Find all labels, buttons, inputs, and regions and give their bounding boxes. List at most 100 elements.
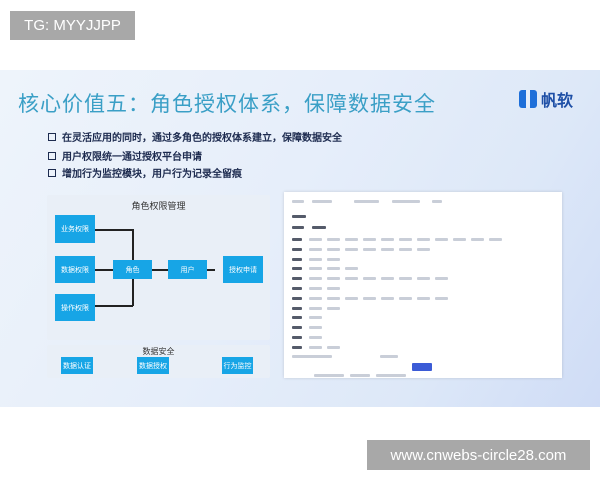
blurred-text	[327, 345, 340, 349]
logo-icon	[519, 90, 537, 108]
watermark-top: TG: MYYJJPP	[10, 11, 135, 40]
blurred-text	[363, 277, 376, 281]
blurred-text	[327, 238, 340, 241]
watermark-bottom: www.cnwebs-circle28.com	[367, 440, 590, 470]
blurred-text	[309, 257, 322, 261]
blurred-text	[292, 226, 304, 229]
blurred-text	[292, 200, 304, 203]
blurred-text	[489, 238, 502, 241]
connector-line	[95, 269, 215, 271]
role-permission-panel: 角色权限管理 业务权限 数据权限 操作权限 角色 用户 授权申请	[47, 195, 270, 340]
blurred-text	[392, 200, 420, 203]
blurred-text	[309, 326, 322, 330]
panel-title: 角色权限管理	[131, 202, 186, 212]
blurred-text	[435, 296, 448, 300]
blurred-text	[327, 247, 340, 251]
connector-line	[95, 305, 133, 307]
blurred-text	[309, 247, 322, 251]
blurred-text	[399, 296, 412, 300]
blurred-text	[471, 238, 484, 241]
brand-logo: 帆软	[519, 87, 573, 111]
blurred-text	[381, 296, 394, 300]
blurred-text	[399, 277, 412, 281]
blurred-text	[376, 374, 406, 377]
blurred-text	[292, 287, 302, 290]
blurred-text	[327, 306, 340, 310]
blurred-text	[345, 296, 358, 300]
blurred-text	[309, 296, 322, 300]
blurred-text	[292, 277, 302, 281]
blurred-text	[309, 306, 322, 310]
bullet-text: 在灵活应用的同时，通过多角色的授权体系建立，保障数据安全	[62, 133, 342, 144]
blurred-text	[309, 336, 322, 339]
user-box: 用户	[168, 260, 207, 279]
blurred-text	[363, 247, 376, 251]
data-auth-box: 数据认证	[61, 357, 93, 374]
blurred-text	[417, 277, 430, 281]
slide: 核心价值五：角色授权体系，保障数据安全 帆软 在灵活应用的同时，通过多角色的授权…	[0, 70, 600, 407]
blurred-text	[327, 296, 340, 300]
blurred-text	[312, 200, 332, 203]
checkbox-icon	[48, 168, 56, 177]
blurred-text	[327, 287, 340, 290]
blurred-text	[292, 326, 302, 330]
blurred-text	[292, 215, 306, 218]
blurred-text	[417, 296, 430, 300]
bullet-item: 用户权限统一通过授权平台申请	[48, 148, 202, 163]
blurred-text	[380, 355, 398, 358]
blurred-text	[327, 277, 340, 281]
blurred-text	[381, 247, 394, 251]
behavior-monitor-box: 行为监控	[222, 357, 253, 374]
blurred-text	[309, 277, 322, 281]
blurred-text	[363, 296, 376, 300]
blurred-text	[350, 374, 370, 377]
blurred-text	[435, 277, 448, 281]
blurred-text	[417, 238, 430, 241]
checkbox-icon	[48, 132, 56, 141]
blurred-text	[363, 238, 376, 241]
blurred-text	[309, 238, 322, 241]
checkbox-icon	[48, 151, 56, 160]
blurred-text	[292, 316, 302, 320]
blurred-text	[417, 247, 430, 251]
slide-title: 核心价值五：角色授权体系，保障数据安全	[18, 92, 436, 116]
blurred-text	[399, 247, 412, 251]
blurred-text	[432, 200, 442, 203]
blurred-text	[292, 345, 302, 349]
blurred-text	[292, 296, 302, 300]
blurred-text	[381, 238, 394, 241]
blurred-text	[292, 336, 302, 339]
blurred-text	[312, 226, 326, 229]
blurred-text	[345, 267, 358, 271]
blurred-text	[327, 257, 340, 261]
apply-box: 授权申请	[223, 256, 263, 283]
data-permission-box: 数据权限	[55, 256, 95, 283]
blurred-text	[453, 238, 466, 241]
data-security-panel: 数据安全 数据认证 数据授权 行为监控	[47, 345, 270, 378]
bullet-text: 用户权限统一通过授权平台申请	[62, 152, 202, 163]
logo-text: 帆软	[541, 91, 574, 110]
blurred-text	[292, 306, 302, 310]
bullet-item: 增加行为监控模块，用户行为记录全留痕	[48, 165, 242, 180]
blurred-text	[345, 238, 358, 241]
bullet-item: 在灵活应用的同时，通过多角色的授权体系建立，保障数据安全	[48, 129, 342, 144]
blurred-text	[327, 267, 340, 271]
operation-permission-box: 操作权限	[55, 294, 95, 321]
blurred-text	[292, 355, 332, 358]
blurred-text	[345, 247, 358, 251]
data-grant-box: 数据授权	[137, 357, 169, 374]
blurred-text	[309, 267, 322, 271]
blurred-text	[399, 238, 412, 241]
bullet-text: 增加行为监控模块，用户行为记录全留痕	[62, 169, 242, 180]
authorization-form-screenshot	[284, 192, 562, 378]
submit-button	[412, 363, 432, 371]
blurred-text	[292, 238, 302, 241]
blurred-text	[292, 267, 302, 271]
blurred-text	[309, 345, 322, 349]
business-permission-box: 业务权限	[55, 215, 95, 243]
connector-line	[95, 229, 133, 231]
blurred-text	[435, 238, 448, 241]
panel-title: 数据安全	[142, 347, 175, 356]
blurred-text	[345, 277, 358, 281]
blurred-text	[314, 374, 344, 377]
